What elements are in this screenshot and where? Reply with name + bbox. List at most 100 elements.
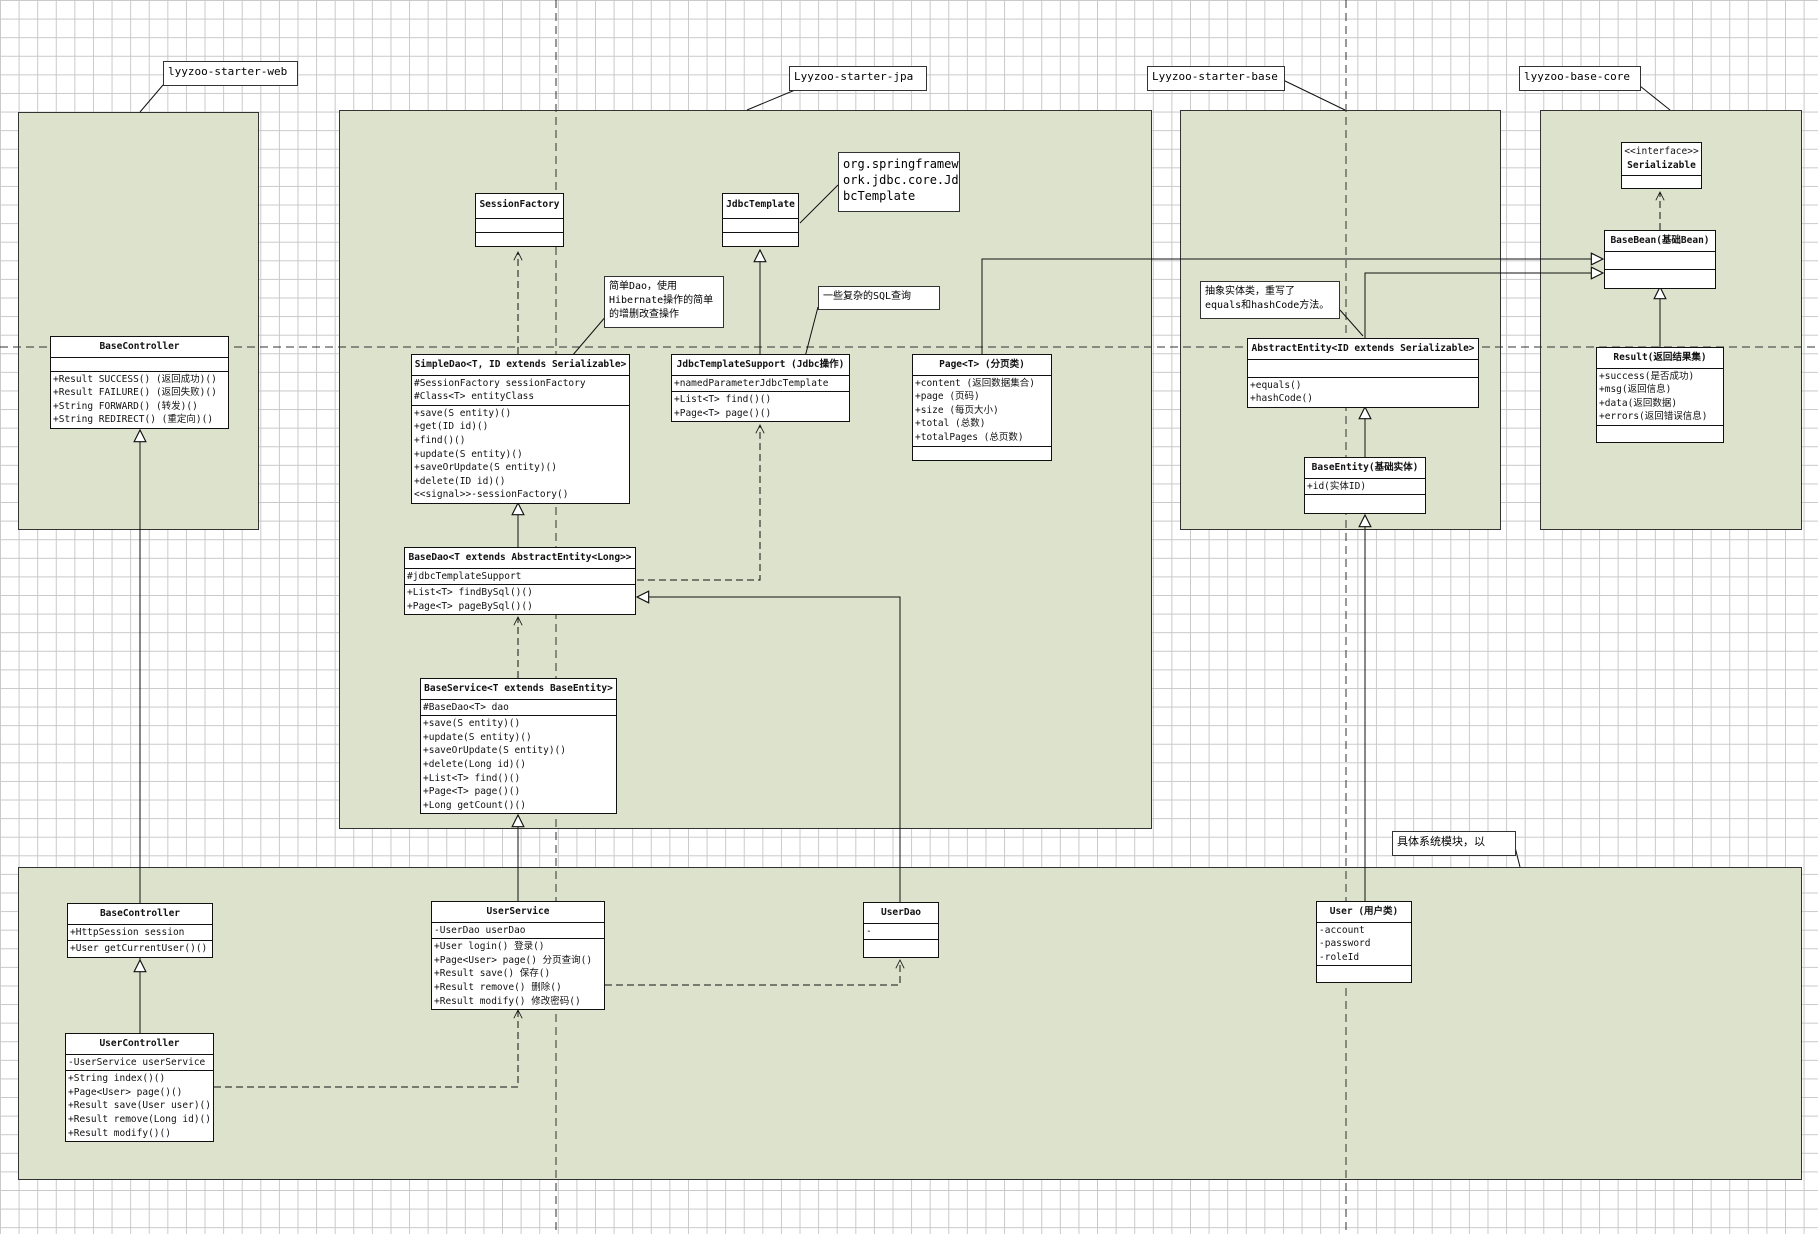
class-serializable[interactable]: <<interface>> Serializable — [1621, 142, 1702, 190]
class-base-controller-web[interactable]: BaseController +Result SUCCESS() (返回成功)(… — [50, 336, 229, 429]
package-label-starter-base: Lyyzoo-starter-base — [1147, 66, 1285, 91]
class-name: SessionFactory — [476, 194, 563, 219]
class-simple-dao[interactable]: SimpleDao<T, ID extends Serializable> #S… — [411, 354, 630, 504]
stereotype: <<interface>> — [1624, 146, 1699, 157]
operation: <<signal>>-sessionFactory() — [414, 489, 569, 501]
class-attributes — [723, 219, 798, 233]
class-user[interactable]: User (用户类) -account -password -roleId — [1316, 901, 1412, 984]
operation: +update(S entity)() — [414, 448, 523, 460]
class-attributes — [476, 219, 563, 233]
operation: +Result FAILURE() (返回失败)() — [53, 387, 217, 399]
class-attributes: #SessionFactory sessionFactory #Class<T>… — [412, 376, 629, 406]
class-name: JdbcTemplate — [723, 194, 798, 219]
attribute: - — [866, 925, 872, 937]
class-base-bean[interactable]: BaseBean(基础Bean) — [1604, 230, 1716, 289]
class-attributes — [1248, 360, 1478, 378]
class-operations: +Result SUCCESS() (返回成功)() +Result FAILU… — [51, 372, 228, 428]
operation: +Result modify()() — [68, 1127, 171, 1139]
note-jdbc-support: 一些复杂的SQL查询 — [818, 286, 940, 310]
class-operations: +save(S entity)() +update(S entity)() +s… — [421, 716, 616, 813]
class-base-controller-app[interactable]: BaseController +HttpSession session +Use… — [67, 903, 213, 958]
attribute: -roleId — [1319, 951, 1360, 963]
class-name: UserController — [66, 1034, 213, 1055]
class-operations — [864, 940, 938, 957]
class-attributes — [51, 358, 228, 372]
attribute: +namedParameterJdbcTemplate — [674, 377, 829, 389]
class-attributes: +id(实体ID) — [1305, 479, 1425, 496]
class-attributes: - — [864, 924, 938, 941]
class-operations: +List<T> find()() +Page<T> page()() — [672, 392, 849, 421]
class-attributes: -UserDao userDao — [432, 923, 604, 940]
attribute: +size (每页大小) — [915, 404, 999, 416]
class-operations — [1317, 966, 1411, 982]
class-jdbc-template[interactable]: JdbcTemplate — [722, 193, 799, 247]
attribute: #BaseDao<T> dao — [423, 701, 509, 713]
attribute: #jdbcTemplateSupport — [407, 570, 522, 582]
class-name: <<interface>> Serializable — [1622, 143, 1701, 177]
class-name: Result(返回结果集) — [1597, 348, 1723, 369]
class-result[interactable]: Result(返回结果集) +success(是否成功) +msg(返回信息) … — [1596, 347, 1724, 443]
class-base-service[interactable]: BaseService<T extends BaseEntity> #BaseD… — [420, 678, 617, 815]
operation: +List<T> find()() — [674, 394, 772, 406]
note-simple-dao: 简单Dao，使用 Hibernate操作的简单 的增删改查操作 — [604, 276, 724, 328]
class-name: User (用户类) — [1317, 902, 1411, 923]
package-starter-base — [1180, 110, 1501, 530]
class-abstract-entity[interactable]: AbstractEntity<ID extends Serializable> … — [1247, 338, 1479, 408]
attribute: +HttpSession session — [70, 926, 185, 938]
operation: +String REDIRECT() (重定向)() — [53, 414, 214, 426]
attribute: #SessionFactory sessionFactory — [414, 377, 586, 389]
class-base-dao[interactable]: BaseDao<T extends AbstractEntity<Long>> … — [404, 547, 636, 616]
class-operations — [1305, 495, 1425, 513]
operation: +String index()() — [68, 1073, 166, 1085]
attribute: +total (总数) — [915, 418, 986, 430]
class-user-dao[interactable]: UserDao - — [863, 902, 939, 959]
attribute: +id(实体ID) — [1307, 480, 1367, 492]
operation: +save(S entity)() — [423, 718, 521, 730]
class-name: BaseController — [68, 904, 212, 925]
operation: +Page<User> page()() — [68, 1086, 183, 1098]
class-base-entity[interactable]: BaseEntity(基础实体) +id(实体ID) — [1304, 457, 1426, 515]
class-page[interactable]: Page<T> (分页类) +content (返回数据集合) +page (页… — [912, 354, 1052, 461]
attribute: -password — [1319, 938, 1371, 950]
class-operations: +User getCurrentUser()() — [68, 941, 212, 957]
class-attributes: #jdbcTemplateSupport — [405, 569, 635, 586]
class-name: JdbcTemplateSupport (Jdbc操作) — [672, 355, 849, 376]
class-name: BaseController — [51, 337, 228, 358]
class-operations: +User login() 登录() +Page<User> page() 分页… — [432, 939, 604, 1009]
class-name: Page<T> (分页类) — [913, 355, 1051, 376]
attribute: +success(是否成功) — [1599, 370, 1695, 382]
operation: +hashCode() — [1250, 393, 1313, 405]
class-user-service[interactable]: UserService -UserDao userDao +User login… — [431, 901, 605, 1011]
operation: +save(S entity)() — [414, 407, 512, 419]
class-attributes: -UserService userService — [66, 1055, 213, 1072]
operation: +Page<T> page()() — [674, 407, 772, 419]
attribute: +errors(返回错误信息) — [1599, 411, 1708, 423]
class-name: BaseBean(基础Bean) — [1605, 231, 1715, 252]
operation: +update(S entity)() — [423, 731, 532, 743]
attribute: +msg(返回信息) — [1599, 384, 1672, 396]
class-operations — [1597, 426, 1723, 442]
operation: +Result remove(Long id)() — [68, 1113, 211, 1125]
class-operations — [476, 233, 563, 246]
class-operations — [1605, 270, 1715, 288]
class-session-factory[interactable]: SessionFactory — [475, 193, 564, 247]
attribute: +content (返回数据集合) — [915, 377, 1035, 389]
operation: +Page<T> pageBySql()() — [407, 600, 533, 612]
class-name: UserService — [432, 902, 604, 923]
operation: +equals() — [1250, 379, 1302, 391]
operation: +delete(Long id)() — [423, 758, 526, 770]
class-attributes: +namedParameterJdbcTemplate — [672, 376, 849, 393]
class-operations — [913, 447, 1051, 460]
operation: +Result SUCCESS() (返回成功)() — [53, 373, 217, 385]
package-starter-web — [18, 112, 259, 530]
class-attributes: #BaseDao<T> dao — [421, 700, 616, 717]
attribute: +data(返回数据) — [1599, 397, 1678, 409]
operation: +delete(ID id)() — [414, 475, 506, 487]
class-user-controller[interactable]: UserController -UserService userService … — [65, 1033, 214, 1143]
class-operations: +equals() +hashCode() — [1248, 378, 1478, 407]
package-label-app-module: 具体系统模块，以 — [1392, 831, 1516, 856]
class-jdbc-template-support[interactable]: JdbcTemplateSupport (Jdbc操作) +namedParam… — [671, 354, 850, 423]
operation: +Result remove() 删除() — [434, 981, 562, 993]
class-name: AbstractEntity<ID extends Serializable> — [1248, 339, 1478, 360]
